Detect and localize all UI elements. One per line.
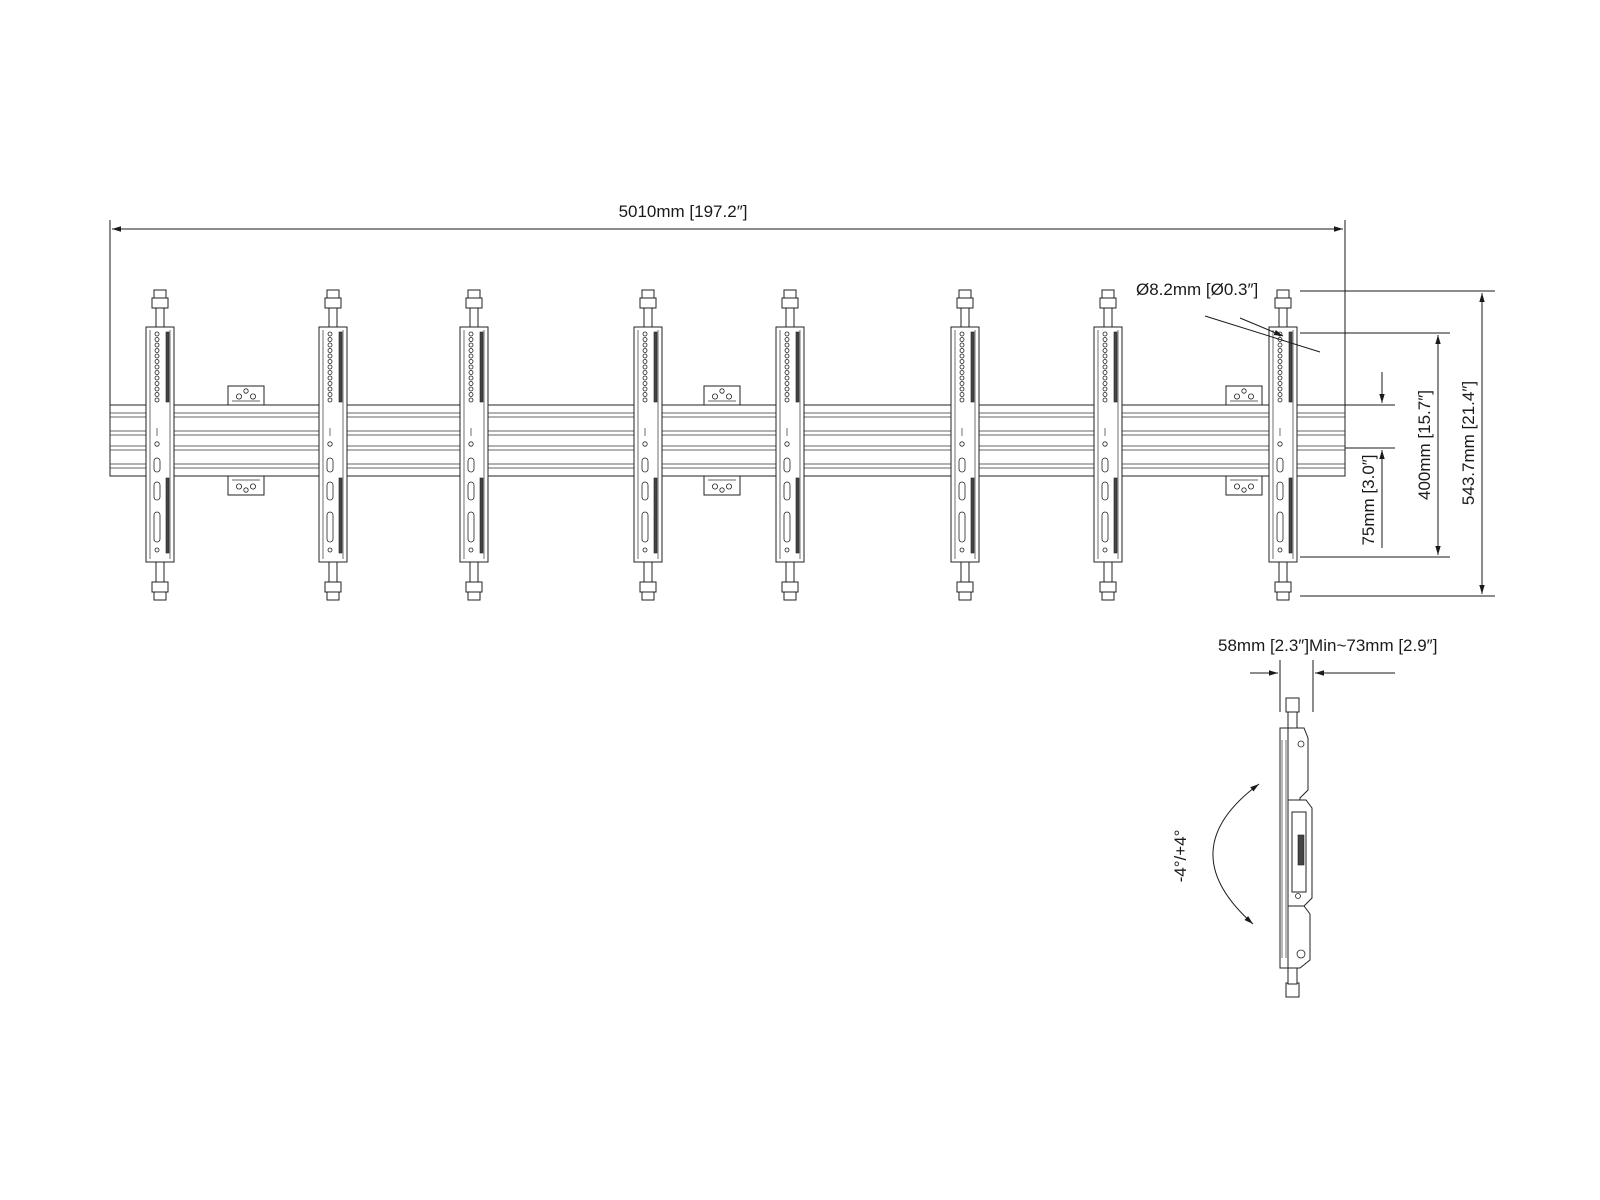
dimension-overall-height: 543.7mm [21.4″] xyxy=(1300,290,1495,597)
mount-spacing-label: 400mm [15.7″] xyxy=(1415,390,1434,500)
rail-height-label: 75mm [3.0″] xyxy=(1359,454,1378,545)
rail-clip xyxy=(703,385,741,406)
horizontal-rail xyxy=(109,404,1346,477)
dimension-mount-spacing: 400mm [15.7″] xyxy=(1300,332,1450,558)
dimension-hole-diameter: Ø8.2mm [Ø0.3″] xyxy=(1136,280,1321,353)
side-profile xyxy=(1279,697,1313,998)
front-view xyxy=(109,289,1346,601)
dimension-overall-width: 5010mm [197.2″] xyxy=(109,202,1346,405)
overall-height-label: 543.7mm [21.4″] xyxy=(1459,381,1478,505)
vertical-bracket xyxy=(145,289,175,601)
vertical-brackets xyxy=(145,289,1298,601)
rail-clip xyxy=(1225,385,1263,406)
vertical-bracket xyxy=(775,289,805,601)
rail-clip xyxy=(703,475,741,496)
vertical-bracket xyxy=(318,289,348,601)
dimension-rail-height: 75mm [3.0″] xyxy=(1300,372,1395,548)
vertical-bracket xyxy=(459,289,489,601)
rail-clips xyxy=(227,385,1263,496)
rail-clip xyxy=(1225,475,1263,496)
overall-width-label: 5010mm [197.2″] xyxy=(619,202,748,221)
depth-label: 58mm [2.3″]Min~73mm [2.9″] xyxy=(1218,636,1437,655)
rail-clip xyxy=(227,475,265,496)
side-view: 58mm [2.3″]Min~73mm [2.9″] -4°/+4° xyxy=(1171,636,1437,998)
vertical-bracket xyxy=(633,289,663,601)
vertical-bracket xyxy=(1268,289,1298,601)
vertical-bracket xyxy=(950,289,980,601)
tilt-arc-arrow xyxy=(1212,783,1260,925)
rail-clip xyxy=(227,385,265,406)
vertical-bracket xyxy=(1093,289,1123,601)
tilt-label: -4°/+4° xyxy=(1171,830,1190,883)
hole-diameter-label: Ø8.2mm [Ø0.3″] xyxy=(1136,280,1258,299)
